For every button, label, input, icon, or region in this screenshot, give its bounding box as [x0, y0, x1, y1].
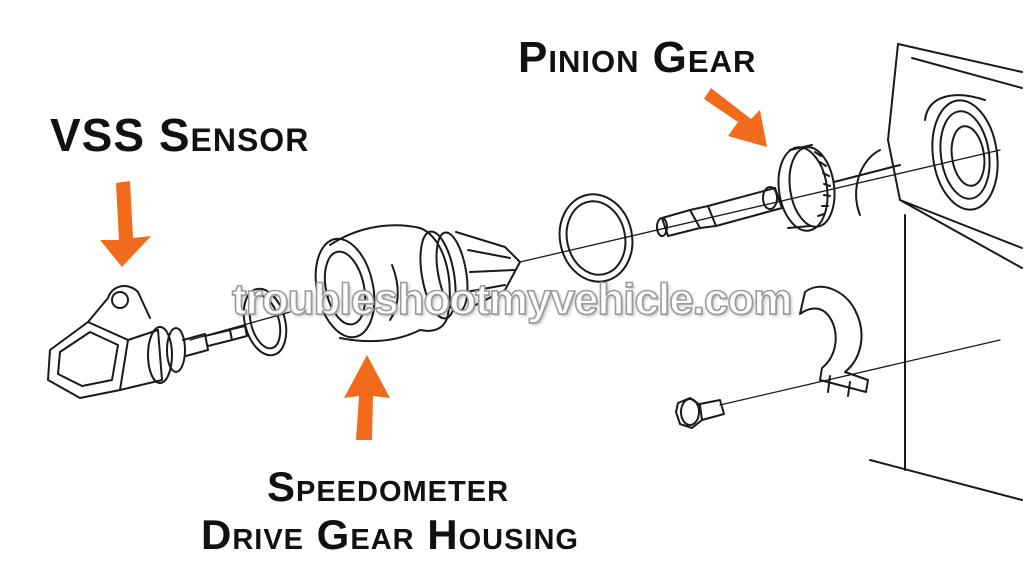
housing-arrow: [344, 355, 390, 440]
retainer-bolt-centerline: [719, 339, 1001, 406]
transmission-case-outline: [855, 43, 1023, 501]
retainer-bolt-part: [675, 397, 725, 429]
large-o-ring: [558, 193, 634, 283]
vss-sensor-label: VSS Sensor: [50, 109, 310, 161]
arrows: [100, 88, 767, 440]
retainer-clip-part: [799, 285, 869, 397]
pinion-gear-label: Pinion Gear: [518, 33, 757, 82]
watermark: troubleshootmyvehicle.com: [231, 275, 793, 324]
pinion-gear-part: [656, 144, 901, 237]
vss-arrow: [100, 181, 151, 267]
vss-sensor-part: [47, 285, 248, 399]
output-seal-ring: [931, 99, 999, 211]
pinion-arrow: [704, 88, 767, 147]
speedometer-label: Speedometer: [266, 463, 510, 510]
drive-gear-housing-part: [314, 224, 521, 343]
drive-gear-housing-label: Drive Gear Housing: [201, 511, 579, 558]
